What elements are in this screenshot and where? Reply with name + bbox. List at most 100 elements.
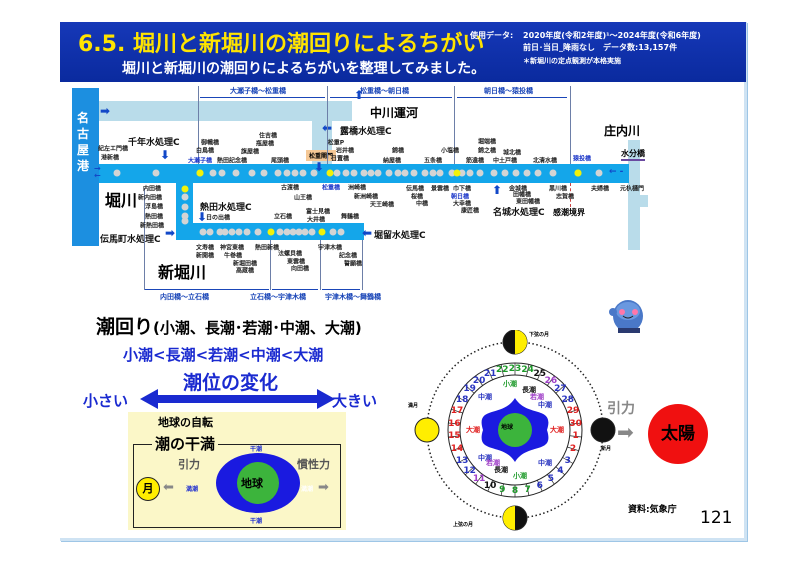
bridge-marker bbox=[274, 169, 282, 177]
sun-icon: 太陽 bbox=[648, 404, 708, 464]
bridge-label: 山王橋 bbox=[293, 194, 313, 202]
day-number: 20 bbox=[472, 375, 486, 386]
tide-type-label: 大潮 bbox=[550, 426, 564, 434]
bridge-marker bbox=[291, 169, 299, 177]
day-number: 30 bbox=[569, 418, 582, 429]
bridge-label: 旗屋橋 bbox=[240, 148, 260, 156]
bridge-marker bbox=[206, 228, 214, 236]
bridge-marker bbox=[235, 228, 243, 236]
bridge-marker bbox=[254, 228, 262, 236]
tide-type-label: 小潮 bbox=[513, 472, 527, 480]
lunar-cycle-diagram bbox=[414, 330, 616, 531]
bridge-label: 向田橋 bbox=[290, 265, 310, 273]
tide-type-label: 中潮 bbox=[538, 459, 552, 467]
nakagawa-label: 中川運河 bbox=[370, 106, 419, 120]
day-number: 12 bbox=[463, 465, 476, 476]
first-quarter-moon-icon-lit bbox=[503, 506, 515, 530]
tidal-boundary-line bbox=[570, 183, 571, 207]
gravity-label: 引力 bbox=[178, 458, 200, 471]
bridge-marker bbox=[329, 228, 337, 236]
ring-tick bbox=[500, 483, 504, 496]
bridge-label: 宇津木橋 bbox=[317, 244, 343, 252]
range-label: 宇津木橋～舞鶴橋 bbox=[325, 293, 381, 301]
bridge-label: 誓願橋 bbox=[343, 260, 363, 268]
high-tide-right: 満潮 bbox=[301, 486, 314, 493]
bridge-label: 天王崎橋 bbox=[369, 201, 395, 209]
bridge-label: 中土戸橋 bbox=[492, 157, 518, 165]
day-number: 27 bbox=[554, 384, 567, 395]
bridge-marker bbox=[209, 169, 217, 177]
arrow-up-icon: ⬆ bbox=[354, 88, 365, 102]
ring-tick bbox=[547, 474, 555, 485]
arrow-exchange-icon: →← bbox=[94, 164, 101, 180]
bridge-label: 立石橋 bbox=[273, 213, 293, 221]
bridge-label: 大瀬子橋 bbox=[187, 157, 213, 165]
bridge-label: 筋違橋 bbox=[465, 157, 485, 165]
bridge-marker bbox=[283, 228, 291, 236]
inertia-label: 慣性力 bbox=[297, 458, 330, 471]
header-band bbox=[60, 22, 746, 82]
day-number: 28 bbox=[561, 394, 575, 405]
tide-type-label: 中潮 bbox=[478, 393, 492, 401]
matsushige-gate: 松重閘門 bbox=[306, 150, 337, 161]
ring-tick bbox=[547, 375, 555, 386]
day-number: 29 bbox=[566, 406, 580, 417]
bridge-marker bbox=[410, 169, 418, 177]
plant-tsuyuhashi: 露橋水処理C bbox=[340, 127, 392, 137]
bridge-marker bbox=[501, 169, 509, 177]
ring-tick bbox=[569, 422, 582, 425]
bridge-marker bbox=[228, 228, 236, 236]
day-number: 17 bbox=[450, 406, 464, 417]
source-label: 資料:気象庁 bbox=[628, 505, 677, 515]
bridge-label: 猿投橋 bbox=[572, 155, 592, 163]
bridge-marker bbox=[429, 169, 437, 177]
ring-tick bbox=[456, 396, 468, 403]
bridge-label: 尾頭橋 bbox=[270, 157, 290, 165]
day-number: 2 bbox=[569, 443, 577, 454]
horikawa-label: 堀川 bbox=[105, 191, 138, 210]
day-number: 1 bbox=[572, 431, 579, 442]
bridge-label: 北清水橋 bbox=[532, 157, 558, 165]
day-number: 3 bbox=[564, 455, 571, 466]
canal-upper bbox=[98, 101, 330, 121]
day-number: 5 bbox=[547, 474, 554, 485]
page-title: 6.5. 堀川と新堀川の潮回りによるちがい bbox=[78, 32, 485, 57]
bridge-marker bbox=[283, 169, 291, 177]
earth-tide-icon bbox=[216, 453, 300, 513]
bridge-label: 岩井橋 bbox=[335, 147, 355, 155]
bridge-marker bbox=[534, 169, 542, 177]
tide-type-label: 若潮 bbox=[486, 459, 500, 467]
ring-tick bbox=[487, 368, 493, 380]
bridge-marker bbox=[301, 228, 309, 236]
bridge-marker bbox=[276, 228, 284, 236]
day-number: 21 bbox=[483, 369, 497, 380]
bridge-label: 新開橋 bbox=[195, 252, 215, 260]
bridge-marker bbox=[421, 169, 429, 177]
bridge-marker bbox=[181, 193, 189, 201]
bridge-marker bbox=[385, 169, 393, 177]
plant-tenmacho: 伝馬町水処理C bbox=[100, 235, 161, 245]
range-line bbox=[322, 289, 360, 290]
bridge-label: 記念橋 bbox=[338, 252, 358, 260]
tide-type-label: 長潮 bbox=[494, 466, 508, 474]
bridge-marker bbox=[295, 228, 303, 236]
day-number: 18 bbox=[455, 394, 469, 405]
bridge-label: 大幸橋 bbox=[452, 200, 472, 208]
bridge-marker bbox=[218, 169, 226, 177]
arrow-down-icon: ⬇ bbox=[160, 148, 171, 162]
bridge-label: 黒川橋 bbox=[548, 185, 568, 193]
page-number: 121 bbox=[700, 508, 733, 528]
bridge-marker bbox=[350, 169, 358, 177]
day-number: 19 bbox=[463, 384, 476, 395]
day-number: 7 bbox=[524, 484, 531, 495]
ring-tick bbox=[569, 435, 582, 438]
data-label: 使用データ: bbox=[470, 31, 514, 40]
day-number: 15 bbox=[448, 431, 461, 442]
data-conditions: 前日･当日_降雨なし データ数:13,157件 bbox=[523, 43, 678, 52]
bridge-label: 東雲橋 bbox=[286, 258, 306, 266]
tide-change: 潮位の変化 bbox=[183, 372, 279, 394]
ring-tick bbox=[448, 435, 461, 438]
bridge-marker bbox=[113, 169, 121, 177]
day-number: 25 bbox=[533, 369, 547, 380]
last-quarter-moon-icon-lit bbox=[515, 330, 527, 354]
